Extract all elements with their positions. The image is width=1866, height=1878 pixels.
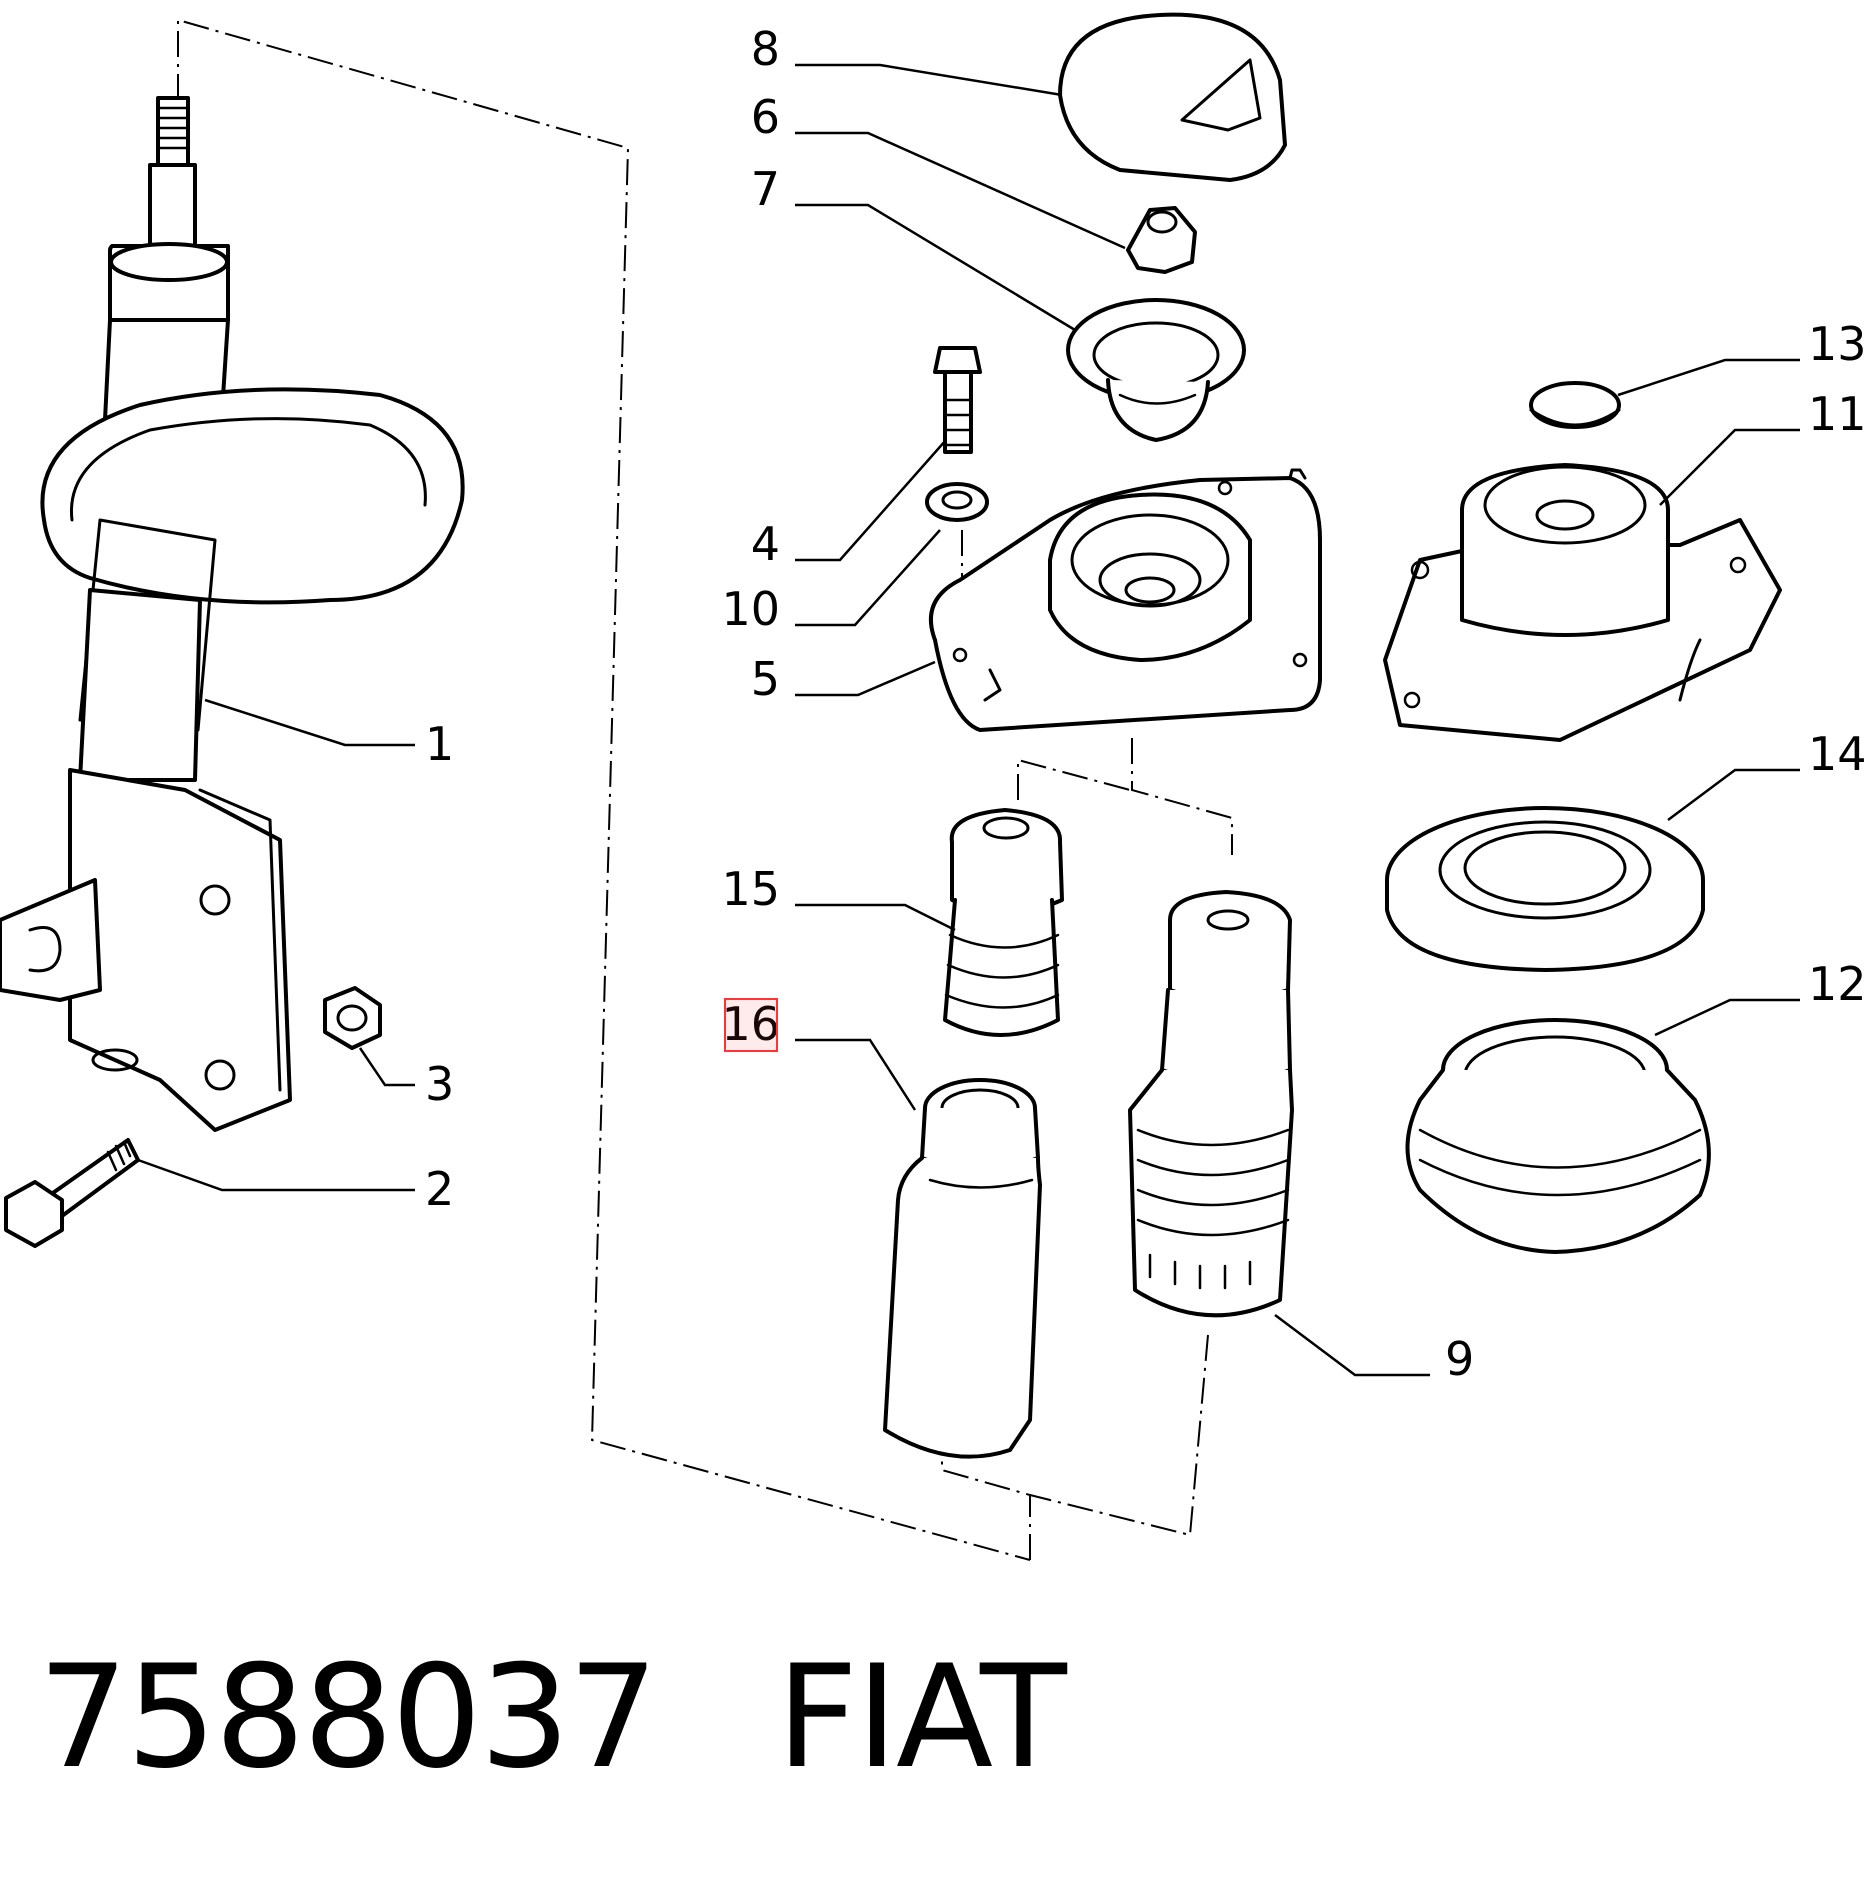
part-7-rubber-cup [1066,298,1246,442]
assembly-lines [177,18,1233,1561]
callout-3: 3 [425,1057,454,1111]
callout-11: 11 [1808,387,1866,441]
callout-15: 15 [721,862,780,916]
part-15-bump-stop [943,808,1064,1037]
part-10-washer [925,482,989,522]
part-13-plug [1529,381,1621,429]
part-16-dust-boot [883,1078,1042,1459]
callout-13: 13 [1808,317,1866,371]
callout-8: 8 [751,22,780,76]
callout-12: 12 [1808,957,1866,1011]
callout-9: 9 [1445,1332,1474,1386]
callout-6: 6 [751,90,780,144]
callout-labels: 8 6 7 4 10 5 15 16 9 13 11 14 12 1 3 2 [425,22,1866,1386]
callout-5: 5 [751,652,780,706]
part-9-bellows [1128,890,1294,1318]
part-number: 7588037 [38,1635,658,1800]
callout-14: 14 [1808,727,1866,781]
callout-16: 16 [721,997,780,1051]
part-14-bearing [1385,806,1705,972]
part-2-bolt [4,1138,140,1248]
callout-4: 4 [751,517,780,571]
callout-2: 2 [425,1162,454,1216]
part-1-strut [0,96,465,1132]
callout-7: 7 [751,162,780,216]
part-5-mount-plate [929,468,1322,732]
part-4-bolt [933,346,982,454]
part-12-spring-seat [1405,1018,1711,1254]
part-3-nut [323,986,382,1050]
part-6-nut [1126,206,1197,274]
part-8-cap [1058,12,1287,182]
highlight-box-callout-16 [724,998,778,1052]
brand-name: FIAT [776,1635,1066,1800]
callout-1: 1 [425,717,454,771]
part-11-mount [1383,463,1782,742]
callout-10: 10 [721,582,780,636]
leader-lines [137,63,1800,1377]
footer-caption: 7588037 FIAT [38,1635,1067,1800]
